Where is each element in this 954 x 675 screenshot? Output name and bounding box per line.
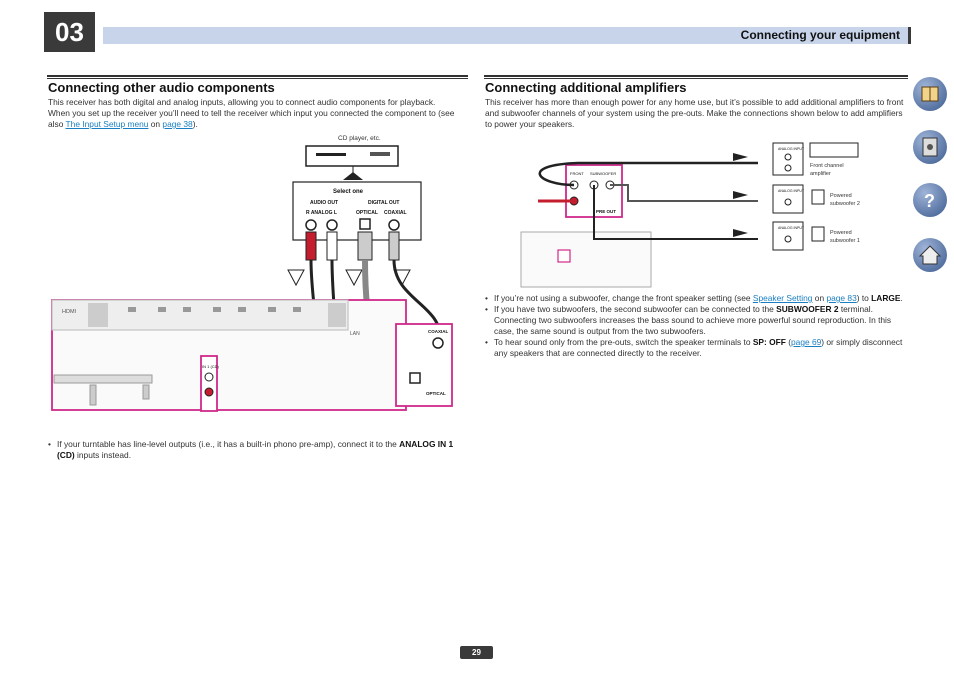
bullet-two-subwoofers: •If you have two subwoofers, the second … (485, 304, 892, 336)
in1-cd-label: IN 1 (CD) (202, 364, 220, 369)
subwoofer-label: SUBWOOFER (590, 171, 616, 176)
bullet-no-subwoofer: •If you’re not using a subwoofer, change… (485, 293, 903, 303)
home-icon[interactable] (913, 238, 947, 272)
hdmi-label: HDMI (62, 309, 77, 315)
section-rule (484, 78, 908, 79)
optical-label: OPTICAL (356, 210, 378, 216)
page-69-link[interactable]: page 69 (791, 337, 822, 347)
front-label: FRONT (570, 171, 584, 176)
svg-text:Front channel: Front channel (810, 163, 844, 169)
amplifier-intro: This receiver has more than enough power… (485, 97, 904, 129)
arrow (287, 269, 305, 287)
section-heading-audio: Connecting other audio components (48, 80, 275, 95)
coaxial-label: COAXIAL (384, 210, 407, 216)
input-setup-link[interactable]: The Input Setup menu (65, 119, 149, 129)
analog-label: R ANALOG L (306, 210, 337, 216)
section-rule (484, 75, 908, 77)
select-one-label: Select one (333, 189, 364, 195)
cd-player-label: CD player, etc. (338, 135, 381, 142)
bullet-pre-outs: •To hear sound only from the pre-outs, s… (485, 337, 903, 358)
sub1-icon (811, 226, 825, 242)
analog-in-callout (200, 355, 218, 412)
svg-text:subwoofer 1: subwoofer 1 (830, 238, 860, 244)
cd-output-panel (292, 181, 422, 241)
arrow (345, 269, 363, 287)
cd-player (305, 145, 399, 167)
jack-l (326, 219, 338, 231)
header-title: Connecting your equipment (740, 28, 900, 42)
optical-in-label: OPTICAL (426, 391, 446, 396)
page-83-link[interactable]: page 83 (826, 293, 857, 303)
section-rule (47, 78, 468, 79)
help-icon[interactable]: ? (913, 183, 947, 217)
sub2-icon (811, 189, 825, 205)
section-rule (47, 75, 468, 77)
digital-in-callout (395, 323, 453, 407)
remote-icon[interactable] (913, 130, 947, 164)
amplifier-connection-diagram: FRONT SUBWOOFER PRE OUT ANALOG INPUT Fro… (520, 142, 860, 288)
svg-text:ANALOG INPUT: ANALOG INPUT (778, 189, 805, 193)
cd-display (370, 152, 390, 156)
jack-coaxial (388, 219, 400, 231)
svg-text:ANALOG INPUT: ANALOG INPUT (778, 147, 805, 151)
svg-text:Powered: Powered (830, 193, 852, 199)
svg-text:Powered: Powered (830, 230, 852, 236)
lan-label: LAN (350, 331, 360, 337)
audio-connection-diagram: CD player, etc. Select one AUDIO OUT R A… (51, 135, 453, 412)
page-38-link[interactable]: page 38 (162, 119, 193, 129)
jack-optical (359, 218, 371, 230)
speaker-setting-link[interactable]: Speaker Setting (752, 293, 813, 303)
header-bar: Connecting your equipment (103, 27, 911, 44)
page-number: 29 (460, 646, 493, 659)
digital-out-label: DIGITAL OUT (368, 200, 399, 206)
svg-text:subwoofer 2: subwoofer 2 (830, 201, 860, 207)
manual-icon[interactable] (913, 77, 947, 111)
cd-tray (316, 153, 346, 156)
section-heading-amplifiers: Connecting additional amplifiers (485, 80, 687, 95)
receiver-back (520, 231, 652, 288)
jack-r (305, 219, 317, 231)
plug-red (305, 231, 317, 261)
turntable-note: •If your turntable has line-level output… (48, 439, 454, 460)
coaxial-in-label: COAXIAL (428, 329, 449, 334)
front-amp (809, 142, 859, 158)
svg-text:?: ? (924, 191, 935, 211)
plug-optical (357, 231, 373, 261)
svg-text:ANALOG INPUT: ANALOG INPUT (778, 226, 805, 230)
plug-coaxial (388, 231, 400, 261)
svg-text:amplifier: amplifier (810, 171, 831, 177)
chapter-number: 03 (44, 12, 95, 52)
plug-white (326, 231, 338, 261)
pre-out-label: PRE OUT (596, 209, 616, 214)
audio-out-label: AUDIO OUT (310, 200, 338, 206)
intro-paragraph: This receiver has both digital and analo… (48, 97, 455, 129)
